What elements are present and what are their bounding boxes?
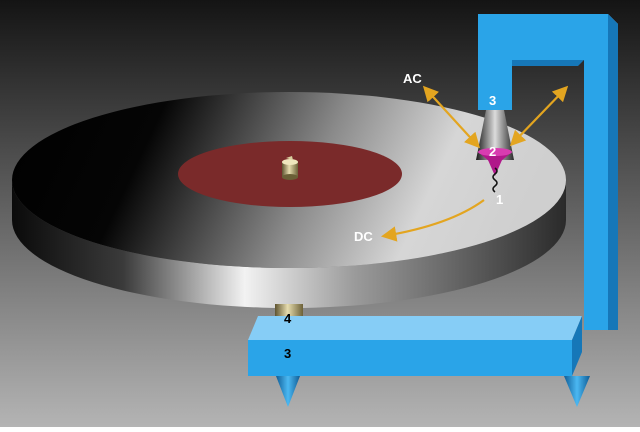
frame-base-label: 3 xyxy=(284,346,291,361)
cartridge-label: 2 xyxy=(489,144,496,159)
center-spindle xyxy=(282,156,298,180)
frame-top-label: 3 xyxy=(489,93,496,108)
ac-arrow-right xyxy=(509,85,569,147)
ac-label: AC xyxy=(403,71,422,86)
stylus-spring xyxy=(492,167,498,193)
cartridge xyxy=(476,110,514,176)
ac-arrow-left xyxy=(422,85,481,149)
stylus-label: 1 xyxy=(496,192,503,207)
frame-base xyxy=(248,316,590,407)
platter-side xyxy=(12,180,566,308)
right-foot xyxy=(564,376,590,407)
arrows xyxy=(380,85,569,242)
dc-label: DC xyxy=(354,229,373,244)
dc-arrow xyxy=(380,199,485,242)
left-foot xyxy=(276,376,300,407)
spindle-bearing-label: 4 xyxy=(284,311,292,326)
